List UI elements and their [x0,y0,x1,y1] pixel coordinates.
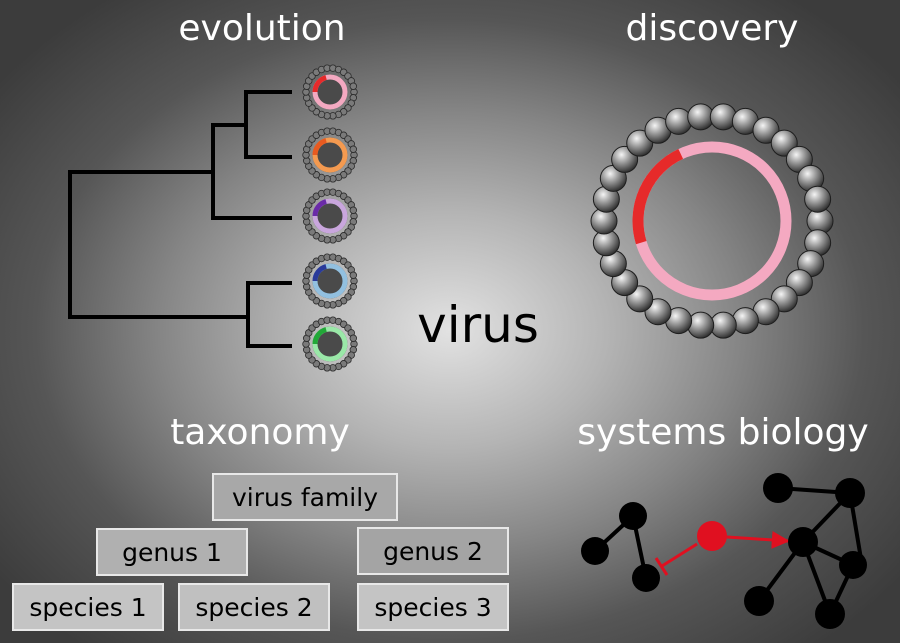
capsid-core [312,74,348,110]
network-node [619,502,647,530]
virus-particle [302,127,358,183]
heading-discovery: discovery [625,8,799,49]
capsid-bead [349,334,358,342]
inhibition-bar [654,557,669,576]
network-node [763,473,793,503]
virus-particle [302,316,358,372]
branch-4-5 [246,281,292,348]
genome-segment [312,138,327,156]
virus-particle [302,253,358,309]
center-label: virus [417,296,539,354]
tree-branches [68,90,292,348]
capsid-core [312,326,348,362]
branch-root [68,170,250,319]
capsid-core [312,198,348,234]
genome-segment [312,264,327,282]
capsid-bead [349,145,358,153]
heading-evolution: evolution [178,8,346,49]
network-node [632,564,660,592]
network-nodes [581,473,867,629]
network-node [839,551,867,579]
genome-segment [312,327,327,345]
regulator-edges [654,530,790,576]
heading-taxonomy: taxonomy [170,412,350,453]
heading-systems-biology: systems biology [577,412,869,453]
taxonomy-species-1-box: species 1 [12,583,164,631]
taxonomy-genus-2-box: genus 2 [357,527,509,575]
taxonomy-species-3-box: species 3 [357,583,509,631]
network-node [835,478,865,508]
virus-particle [302,188,358,244]
capsid-beads [590,103,834,339]
genome-segment [632,148,684,245]
capsid-bead [349,271,358,279]
taxonomy-family-box: virus family [212,473,398,521]
capsid-bead [804,185,832,213]
network-node [581,537,609,565]
capsid-core [312,137,348,173]
genome-segment [312,199,327,217]
virus-particle [302,64,358,120]
genome-segment [312,75,327,93]
taxonomy-species-2-box: species 2 [178,583,330,631]
network-node [815,599,845,629]
network-node [744,586,774,616]
capsid-bead [349,82,358,90]
capsid-core [312,263,348,299]
virus-particle-column [302,64,358,372]
network-node [788,527,818,557]
activation-arrow [726,530,790,549]
taxonomy-genus-1-box: genus 1 [96,528,248,576]
inhibition-line [661,542,698,568]
capsid-bead [349,206,358,214]
regulator-node [697,521,727,551]
